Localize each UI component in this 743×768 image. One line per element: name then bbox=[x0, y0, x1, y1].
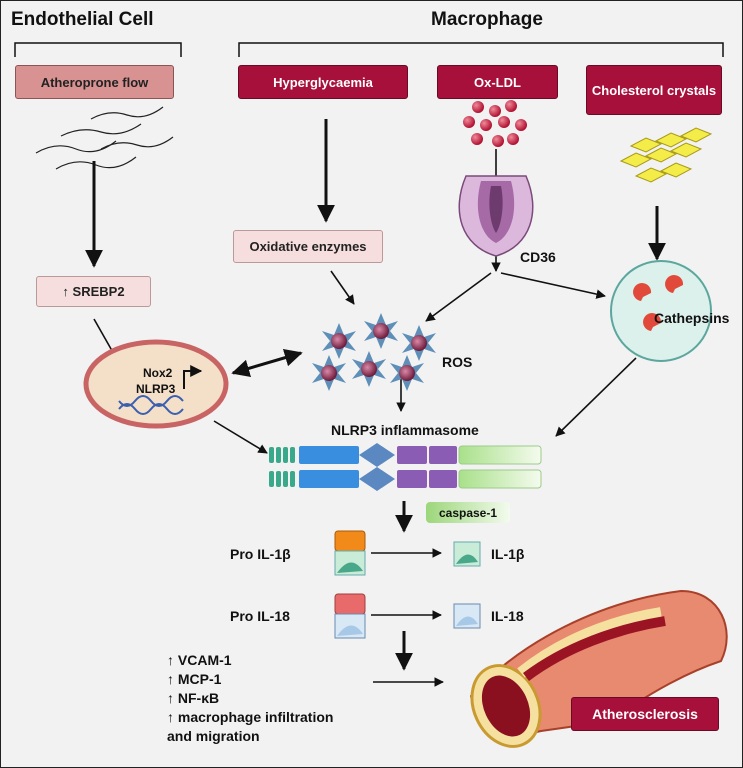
macrophage-header: Macrophage bbox=[431, 9, 543, 30]
cholesterol-crystals-icon bbox=[619, 127, 713, 183]
effect-nfkb: ↑ NF-κB bbox=[167, 690, 220, 706]
arrow-cd36-cath bbox=[500, 272, 606, 299]
il18-icon bbox=[453, 603, 481, 629]
nucleus-icon bbox=[83, 339, 229, 429]
artery-icon bbox=[469, 589, 728, 748]
il18-label: IL-18 bbox=[491, 608, 524, 624]
arrow-oxid-ros bbox=[330, 270, 355, 305]
lysosome-icon bbox=[610, 260, 712, 362]
srebp2-box: ↑ SREBP2 bbox=[36, 276, 151, 307]
arrow-cd36-ros bbox=[425, 272, 492, 322]
effect-macrophage-infiltration: ↑ macrophage infiltration bbox=[167, 709, 334, 725]
ros-cluster-icon bbox=[312, 313, 436, 391]
effect-mcp1: ↑ MCP-1 bbox=[167, 671, 222, 687]
caspase1-box: caspase-1 bbox=[426, 502, 510, 523]
endothelial-bracket bbox=[14, 42, 182, 57]
effect-vcam1: ↑ VCAM-1 bbox=[167, 652, 232, 668]
arrow-nuc-complex bbox=[213, 420, 268, 454]
il1b-label: IL-1β bbox=[491, 546, 525, 562]
inflammasome-complex-icon bbox=[269, 443, 542, 491]
arrow-cath-nlrp3 bbox=[555, 357, 637, 437]
il1b-icon bbox=[453, 541, 481, 567]
cd36-receptor-icon bbox=[458, 175, 534, 257]
atherosclerosis-box: Atherosclerosis bbox=[571, 697, 719, 731]
flow-lines-icon bbox=[35, 106, 174, 170]
pro-il18-icon bbox=[334, 593, 366, 639]
nox2-label: Nox2 bbox=[143, 366, 173, 380]
atheroprone-flow-box: Atheroprone flow bbox=[15, 65, 174, 99]
cd36-label: CD36 bbox=[520, 249, 556, 265]
cholesterol-crystals-box: Cholesterol crystals bbox=[586, 65, 722, 115]
endothelial-header: Endothelial Cell bbox=[11, 9, 154, 30]
nlrp3-inflammasome-label: NLRP3 inflammasome bbox=[331, 422, 479, 438]
effects-list: ↑ VCAM-1 ↑ MCP-1 ↑ NF-κB ↑ macrophage in… bbox=[167, 651, 333, 746]
macrophage-bracket bbox=[238, 42, 724, 57]
nlrp3-gene-label: NLRP3 bbox=[136, 382, 176, 396]
cathepsins-label: Cathepsins bbox=[654, 310, 730, 326]
ox-ldl-particles-icon bbox=[463, 100, 527, 147]
hyperglycaemia-box: Hyperglycaemia bbox=[238, 65, 408, 99]
ox-ldl-box: Ox-LDL bbox=[437, 65, 558, 99]
oxidative-enzymes-box: Oxidative enzymes bbox=[233, 230, 383, 263]
arrow-ros-nuc bbox=[231, 348, 303, 378]
effect-migration: and migration bbox=[167, 728, 260, 744]
pro-il18-label: Pro IL-18 bbox=[230, 608, 290, 624]
ros-label: ROS bbox=[442, 354, 473, 370]
pro-il1b-icon bbox=[334, 530, 366, 576]
pro-il1b-label: Pro IL-1β bbox=[230, 546, 291, 562]
